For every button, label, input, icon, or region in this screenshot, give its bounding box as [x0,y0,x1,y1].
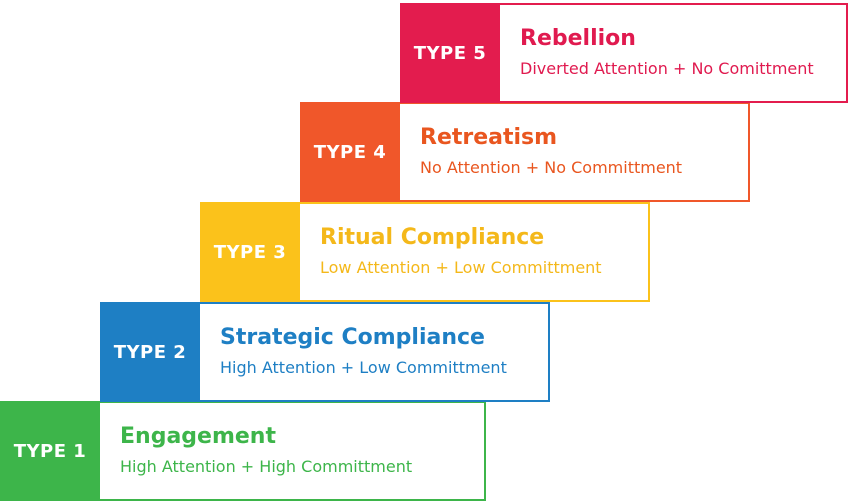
type-5-subtitle: Diverted Attention + No Comittment [520,58,814,78]
step-type-4: TYPE 4 Retreatism No Attention + No Comm… [300,102,750,202]
type-3-description: Ritual Compliance Low Attention + Low Co… [300,202,650,302]
type-4-subtitle: No Attention + No Committment [420,157,683,177]
type-1-subtitle: High Attention + High Committment [120,456,413,476]
step-type-3: TYPE 3 Ritual Compliance Low Attention +… [200,202,650,302]
type-1-title: Engagement [120,424,276,450]
type-3-badge: TYPE 3 [200,202,300,302]
type-2-description: Strategic Compliance High Attention + Lo… [200,302,550,402]
type-4-title: Retreatism [420,125,558,151]
step-type-2: TYPE 2 Strategic Compliance High Attenti… [100,302,550,402]
step-type-5: TYPE 5 Rebellion Diverted Attention + No… [400,3,848,103]
type-2-title: Strategic Compliance [220,325,485,351]
type-3-subtitle: Low Attention + Low Committment [320,257,602,277]
type-4-badge: TYPE 4 [300,102,400,202]
type-2-badge: TYPE 2 [100,302,200,402]
type-2-subtitle: High Attention + Low Committment [220,357,507,377]
type-3-title: Ritual Compliance [320,225,545,251]
type-4-description: Retreatism No Attention + No Committment [400,102,750,202]
type-5-description: Rebellion Diverted Attention + No Comitt… [500,3,848,103]
type-5-title: Rebellion [520,26,636,52]
type-1-description: Engagement High Attention + High Committ… [100,401,486,501]
type-1-badge: TYPE 1 [0,401,100,501]
step-type-1: TYPE 1 Engagement High Attention + High … [0,401,486,501]
type-5-badge: TYPE 5 [400,3,500,103]
